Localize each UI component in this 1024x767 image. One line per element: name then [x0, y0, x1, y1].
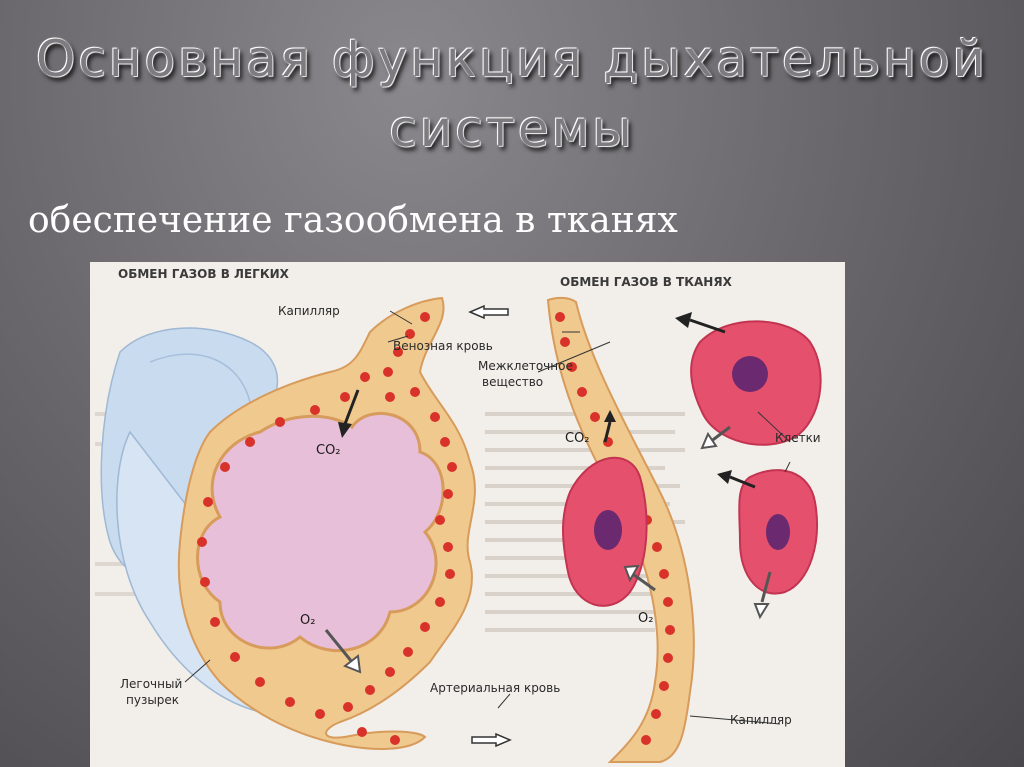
intercellular-label-line2: вещество — [482, 375, 543, 389]
intercellular-label-line1: Межклеточное — [478, 359, 573, 373]
capillary-label-bottom: Капилляр — [730, 713, 792, 727]
venous-blood-label: Венозная кровь — [393, 339, 493, 353]
cells-label: Клетки — [775, 431, 821, 445]
tissue-gas-arrows — [603, 312, 772, 620]
tissue-cell-top — [690, 320, 822, 446]
alveolus-label-line2: пузырек — [126, 693, 179, 707]
alveolus-label-line1: Легочный — [120, 677, 182, 691]
co2-tissue-label: CO₂ — [565, 431, 590, 446]
tissue-cell-right — [738, 469, 818, 595]
slide-title: Основная функция дыхательной системы — [36, 30, 988, 158]
o2-lung-label: O₂ — [300, 613, 315, 628]
tissue-cell-left — [562, 456, 648, 607]
co2-lung-label: CO₂ — [316, 443, 341, 458]
tissue-exchange-header: ОБМЕН ГАЗОВ В ТКАНЯХ — [560, 275, 733, 289]
lung-exchange-header: ОБМЕН ГАЗОВ В ЛЕГКИХ — [118, 267, 290, 281]
capillary-label-top: Капилляр — [278, 304, 340, 318]
gas-exchange-illustration: ОБМЕН ГАЗОВ В ЛЕГКИХ ОБМЕН ГАЗОВ В ТКАНЯ… — [90, 262, 845, 767]
flow-arrows — [468, 304, 512, 748]
o2-tissue-label: O₂ — [638, 611, 653, 626]
lung-gas-arrows — [324, 389, 362, 674]
gas-exchange-diagram: ОБМЕН ГАЗОВ В ЛЕГКИХ ОБМЕН ГАЗОВ В ТКАНЯ… — [95, 267, 822, 763]
label-leader-lines — [184, 310, 791, 725]
lung-blood-cells — [197, 312, 457, 745]
arterial-blood-label: Артериальная кровь — [430, 681, 560, 695]
slide-subtitle: обеспечение газообмена в тканях — [28, 200, 678, 241]
